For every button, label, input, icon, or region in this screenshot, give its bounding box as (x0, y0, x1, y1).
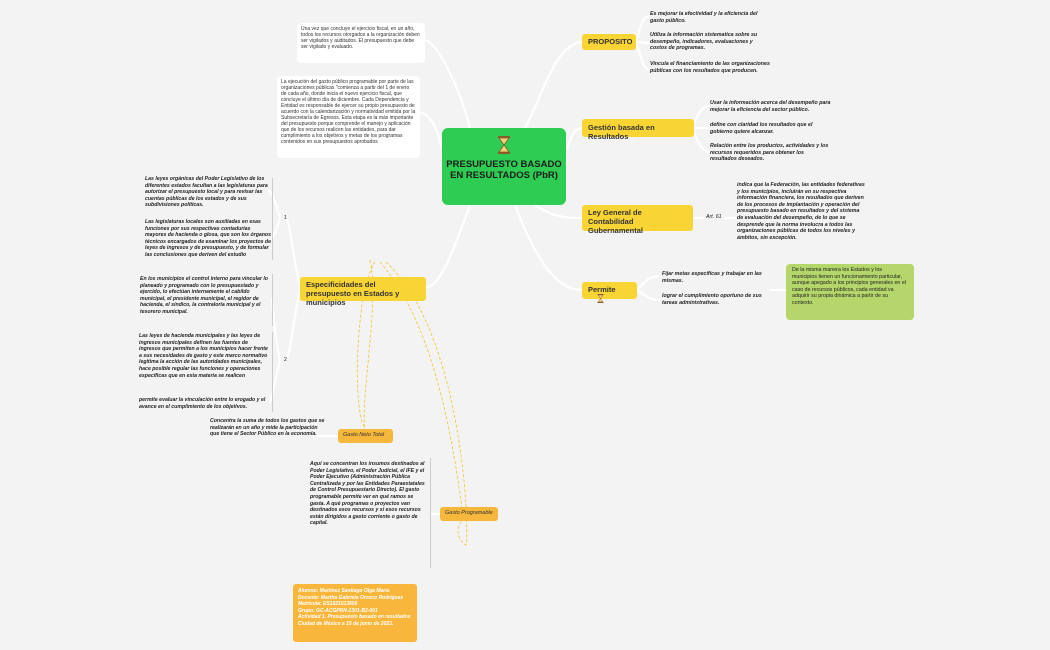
link-permite (513, 204, 583, 292)
especificidades-item: permite evaluar la vinculación entre lo … (139, 397, 266, 410)
link-especificidades (424, 204, 472, 290)
hourglass-icon (597, 294, 604, 303)
especificidades-item: Las leyes de hacienda municipales y las … (139, 333, 268, 379)
gasto-programable-text: Aquí se concentran los insumos destinado… (310, 461, 425, 527)
permite-item: Fijar metas especificas y trabajar en la… (662, 271, 762, 284)
author-info[interactable]: Alumno: Martínez Santiago Olga María Doc… (293, 584, 417, 642)
especificidades-item: Las legislaturas locales son auxiliadas … (145, 219, 271, 258)
topic-gasto-programable[interactable]: Gasto Programable (440, 507, 498, 521)
permite-item: lograr el cumplimiento oportuno de sus t… (662, 293, 762, 306)
topic-especificidades[interactable]: Especificidades del presupuesto en Estad… (300, 277, 426, 307)
author-line: Alumno: Martínez Santiago Olga María (298, 588, 390, 594)
topic-gestion[interactable]: Gestión basada en Resultados (582, 119, 694, 141)
note-ejercicio[interactable]: Una vez que concluye el ejercicio fiscal… (297, 23, 425, 63)
topic-ley[interactable]: Ley General de Contabilidad Gubernamenta… (582, 205, 693, 235)
gestion-item: Relación entre los productos, actividade… (710, 143, 829, 163)
link-ley (534, 204, 583, 220)
topic-proposito[interactable]: PROPOSITO (582, 34, 636, 50)
hourglass-icon (498, 136, 510, 154)
link-note-ejercicio (424, 38, 472, 129)
central-topic[interactable]: PRESUPUESTO BASADO EN RESULTADOS (PbR) (442, 128, 566, 205)
author-line: Docente: Martha Gabriela Orozco Rodrígue… (298, 594, 404, 601)
proposito-item: Utiliza la información sistematica sobre… (650, 32, 758, 52)
author-line: Actividad 1. Presupuesto basado en resul… (298, 614, 411, 621)
link-proposito (524, 40, 583, 129)
label-1: 1 (284, 215, 287, 221)
topic-permite[interactable]: Permite (582, 282, 637, 303)
gestion-item: define con claridad los resultados que e… (710, 122, 813, 135)
proposito-item: Es mejorar la efectividad y la eficienci… (650, 11, 758, 24)
author-line: Grupo: GC-ACGPRN-2301-B2-001 (298, 607, 378, 614)
note-ejecucion[interactable]: La ejecución del gasto público programab… (277, 76, 420, 158)
author-line: Ciudad de México a 15 de junio de 2023. (298, 620, 394, 627)
topic-gasto-neto[interactable]: Gasto Neto Total (338, 429, 393, 443)
municipios-note: En los municipios el control interno par… (140, 276, 268, 315)
label-2: 2 (284, 357, 287, 363)
ley-article: Art. 61 (706, 214, 722, 220)
gasto-neto-text: Concentra la suma de todos los gastos qu… (210, 418, 325, 438)
dashed-link-gasto-programable (379, 261, 463, 509)
especificidades-item: Las leyes orgánicas del Poder Legislativ… (145, 176, 268, 209)
author-line: Matrícula: ES1821013656 (298, 601, 358, 608)
dashed-link-gasto-neto (363, 259, 374, 431)
permite-label: Permite (588, 285, 616, 294)
ley-text: indica que la Federación, las entidades … (737, 182, 865, 241)
proposito-item: Vincula el financiamiento de las organiz… (650, 61, 770, 74)
link-gestion (564, 126, 583, 151)
link-note-ejecucion (419, 110, 444, 151)
permite-note[interactable]: De la misma manera los Estados y los mun… (786, 264, 914, 320)
gestion-item: Usar la información acerca del desempeño… (710, 100, 831, 113)
central-title: PRESUPUESTO BASADO EN RESULTADOS (PbR) (446, 159, 562, 181)
